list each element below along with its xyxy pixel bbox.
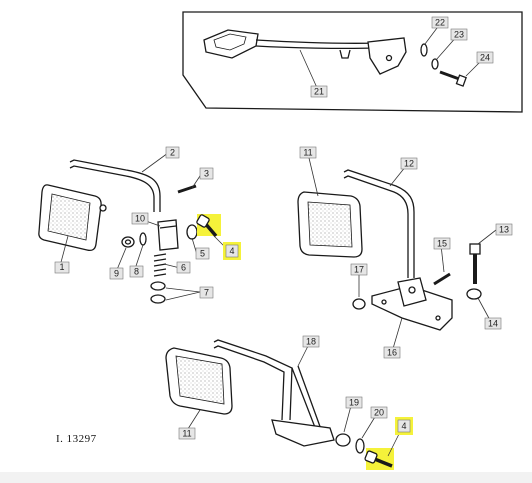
bolt-4-lower — [364, 448, 394, 470]
svg-text:6: 6 — [181, 263, 186, 273]
washer-23 — [431, 58, 439, 70]
callout-23: 23 — [450, 28, 468, 41]
callout-11-right: 11 — [299, 146, 317, 159]
mirror-arm-12 — [343, 169, 415, 278]
svg-text:4: 4 — [229, 246, 234, 256]
callout-11-bottom: 11 — [178, 427, 196, 440]
callout-5: 5 — [195, 247, 210, 260]
callout-16: 16 — [383, 346, 401, 359]
nut-7b — [150, 294, 166, 304]
callout-17: 17 — [350, 263, 368, 276]
svg-text:22: 22 — [435, 18, 445, 28]
callout-4-upper: 4 — [223, 242, 241, 260]
svg-text:3: 3 — [204, 169, 209, 179]
nut-7a — [150, 281, 166, 291]
svg-text:21: 21 — [314, 87, 324, 97]
svg-text:18: 18 — [306, 337, 316, 347]
svg-text:17: 17 — [354, 265, 364, 275]
inset-pedal-assembly — [182, 11, 523, 113]
callout-1: 1 — [54, 261, 70, 274]
washer-8 — [139, 232, 147, 246]
left-mirror-glass — [47, 193, 91, 241]
callout-4-lower: 4 — [395, 417, 413, 435]
svg-text:14: 14 — [488, 319, 498, 329]
callout-9: 9 — [109, 267, 124, 280]
svg-text:12: 12 — [404, 159, 414, 169]
arm-bracket — [271, 419, 335, 447]
svg-text:15: 15 — [437, 239, 447, 249]
spring-6 — [153, 253, 167, 277]
screw-3 — [177, 184, 197, 194]
left-mirror-assembly — [38, 159, 221, 304]
callout-13: 13 — [495, 223, 513, 236]
callout-7: 7 — [199, 286, 214, 299]
svg-text:4: 4 — [401, 421, 406, 431]
mirror-arm-2 — [69, 159, 161, 212]
callout-12: 12 — [400, 157, 418, 170]
svg-text:1: 1 — [59, 262, 64, 272]
callout-18: 18 — [302, 335, 320, 348]
callout-19: 19 — [345, 396, 363, 409]
svg-text:16: 16 — [387, 348, 397, 358]
callout-6: 6 — [176, 261, 191, 274]
callout-labels: 1 2 3 4 5 6 7 8 9 10 11 12 13 14 15 16 1… — [54, 16, 513, 440]
callout-24: 24 — [476, 51, 494, 64]
right-mirror-glass — [307, 201, 353, 248]
callout-15: 15 — [433, 237, 451, 250]
mirror-arm-18 — [213, 339, 293, 421]
callout-8: 8 — [129, 265, 144, 278]
bolt-4-upper — [196, 214, 221, 238]
svg-text:10: 10 — [135, 214, 145, 224]
callout-21: 21 — [310, 85, 328, 98]
figure-reference: I. 13297 — [56, 433, 97, 445]
svg-text:5: 5 — [200, 249, 205, 259]
callout-10: 10 — [131, 212, 149, 225]
bolt-15 — [433, 272, 451, 286]
clamp-bracket-10 — [157, 219, 179, 251]
svg-text:2: 2 — [170, 148, 175, 158]
callout-2: 2 — [165, 146, 180, 159]
inset-frame — [182, 11, 523, 113]
svg-text:24: 24 — [480, 53, 490, 63]
svg-text:11: 11 — [303, 148, 312, 158]
bottom-mirror-assembly — [165, 339, 394, 470]
right-mirror-assembly — [297, 169, 482, 331]
svg-text:11: 11 — [182, 429, 191, 439]
callout-22: 22 — [431, 16, 449, 29]
callout-20: 20 — [370, 406, 388, 419]
bolt-13-head — [469, 243, 481, 255]
callout-3: 3 — [199, 167, 214, 180]
svg-text:20: 20 — [374, 408, 384, 418]
callout-14: 14 — [484, 317, 502, 330]
svg-text:19: 19 — [349, 398, 359, 408]
bottom-mirror-glass — [175, 355, 225, 405]
svg-text:7: 7 — [204, 288, 209, 298]
nut-17 — [352, 298, 366, 310]
svg-text:23: 23 — [454, 30, 464, 40]
svg-text:13: 13 — [499, 225, 509, 235]
spacer-5 — [186, 224, 198, 240]
washer-20 — [355, 438, 365, 454]
nut-19 — [335, 433, 351, 447]
svg-text:8: 8 — [134, 267, 139, 277]
svg-text:9: 9 — [114, 269, 119, 279]
footer-strip — [0, 472, 532, 483]
washer-22 — [420, 43, 428, 57]
nut-14 — [466, 288, 482, 300]
